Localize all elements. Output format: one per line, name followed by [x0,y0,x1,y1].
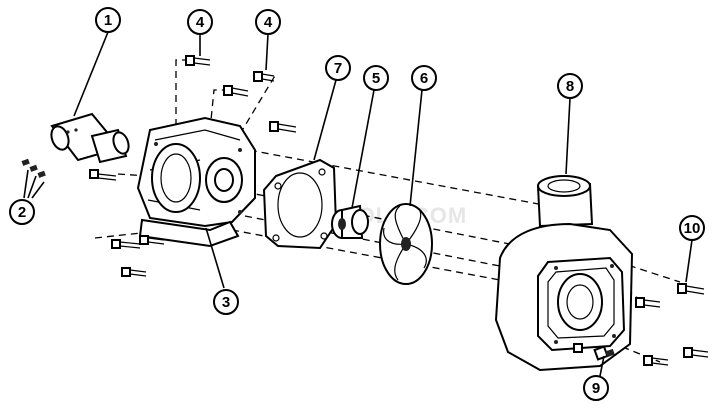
callout-8-label: 8 [566,78,574,95]
callout-7: 7 [325,55,351,81]
callout-9: 9 [583,375,609,401]
bolt-bracket-mid [139,235,165,245]
part-7-gasket [262,158,338,250]
callout-8: 8 [557,73,583,99]
callout-6: 6 [411,65,437,91]
callout-5: 5 [363,65,389,91]
callout-4b: 4 [255,9,281,35]
callout-10-label: 10 [684,220,701,237]
part-4-cap-screw-d [269,121,297,133]
callout-9-label: 9 [592,380,600,397]
bolt-left-upper [89,169,117,181]
part-5-seal [331,204,369,239]
part-6-impeller [379,203,433,285]
callout-4a: 4 [187,9,213,35]
part-2-set-screws [21,158,46,178]
bolt-bracket-low-1 [111,239,141,249]
part-4-cap-screw-c [253,71,275,82]
callout-1-label: 1 [104,12,112,29]
bolt-bracket-low-2 [121,267,147,277]
bolt-right-2 [643,355,669,366]
bolt-right-3 [683,347,709,358]
callout-1: 1 [95,7,121,33]
callout-3-label: 3 [222,294,230,311]
part-8-pump-volute [494,175,634,372]
part-1-shaft-sleeve [50,112,130,164]
part-10-bolt [677,283,705,295]
callout-4a-label: 4 [196,14,205,31]
callout-7-label: 7 [334,60,342,77]
callout-10: 10 [679,215,705,241]
callout-4b-label: 4 [264,14,273,31]
callout-5-label: 5 [372,70,380,87]
callout-2: 2 [9,199,35,225]
callout-2-label: 2 [18,204,26,221]
leader-lines [23,31,693,377]
bolt-right-1 [635,297,661,308]
part-4-cap-screw-b [223,85,249,97]
callout-3: 3 [213,289,239,315]
callout-6-label: 6 [420,70,428,87]
part-3-bracket [136,116,256,248]
part-4-cap-screw-a [185,55,211,66]
